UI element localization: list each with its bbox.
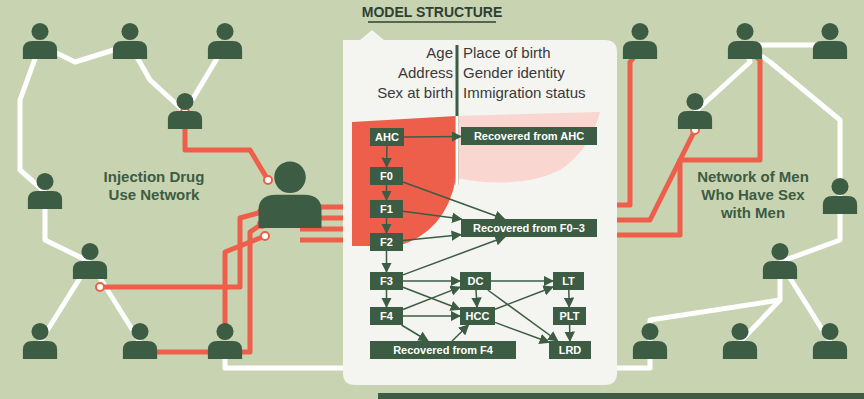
state-label: AHC bbox=[375, 131, 399, 143]
state-box: F3 bbox=[370, 272, 403, 290]
attribute-label: Gender identity bbox=[463, 64, 613, 82]
state-box: Recovered from AHC bbox=[461, 127, 597, 145]
state-label: F3 bbox=[380, 275, 393, 287]
transition-arrow bbox=[491, 280, 553, 282]
transition-arrow bbox=[386, 146, 388, 167]
attribute-label: Immigration status bbox=[463, 84, 613, 102]
transition-arrow bbox=[386, 290, 388, 307]
state-box: HCC bbox=[460, 307, 495, 325]
network-label: Network of Men Who Have Sex with Men bbox=[690, 168, 816, 222]
transition-arrow bbox=[386, 251, 388, 272]
state-label: Recovered from AHC bbox=[474, 130, 584, 142]
state-label: LRD bbox=[559, 344, 582, 356]
transition-arrow bbox=[403, 315, 460, 317]
transition-arrow bbox=[403, 287, 460, 309]
transition-arrow bbox=[386, 185, 388, 200]
state-box: LT bbox=[553, 272, 584, 290]
state-box: F4 bbox=[370, 307, 403, 325]
state-label: F1 bbox=[380, 203, 393, 215]
state-label: F4 bbox=[380, 310, 393, 322]
attribute-label: Address bbox=[343, 64, 453, 82]
transition-arrow bbox=[404, 136, 461, 138]
state-label: DC bbox=[468, 275, 484, 287]
state-label: F2 bbox=[380, 236, 393, 248]
attribute-label: Age bbox=[343, 44, 453, 62]
transition-arrow bbox=[386, 218, 388, 233]
state-box: F1 bbox=[370, 200, 403, 218]
state-box: DC bbox=[460, 272, 491, 290]
transition-arrow bbox=[403, 182, 504, 219]
state-label: Recovered from F4 bbox=[393, 344, 493, 356]
state-box: F2 bbox=[370, 233, 403, 251]
state-box: AHC bbox=[370, 128, 404, 146]
transition-arrow bbox=[495, 322, 549, 342]
transition-arrow bbox=[403, 235, 461, 241]
transition-arrow bbox=[495, 287, 553, 309]
attribute-label: Place of birth bbox=[463, 44, 613, 62]
network-label: Injection Drug Use Network bbox=[98, 168, 210, 204]
state-box: PLT bbox=[553, 307, 586, 325]
state-label: PLT bbox=[560, 310, 580, 322]
transition-arrow bbox=[403, 287, 460, 309]
transition-arrow bbox=[452, 325, 468, 341]
state-box: Recovered from F0–3 bbox=[461, 219, 597, 237]
diagram-title: MODEL STRUCTURE bbox=[332, 4, 532, 20]
transition-arrow bbox=[569, 325, 571, 341]
transition-arrow bbox=[403, 237, 505, 275]
state-label: F0 bbox=[380, 170, 393, 182]
transition-arrow bbox=[568, 290, 570, 307]
state-box: F0 bbox=[370, 167, 403, 185]
state-box: Recovered from F4 bbox=[370, 341, 516, 359]
state-label: HCC bbox=[466, 310, 490, 322]
transition-arrow bbox=[402, 325, 429, 341]
transition-arrow bbox=[403, 280, 460, 282]
transition-arrow bbox=[476, 290, 477, 307]
state-label: LT bbox=[562, 275, 575, 287]
state-label: Recovered from F0–3 bbox=[473, 222, 585, 234]
transition-arrow bbox=[403, 211, 462, 219]
attribute-label: Sex at birth bbox=[343, 84, 453, 102]
state-box: LRD bbox=[549, 341, 591, 359]
